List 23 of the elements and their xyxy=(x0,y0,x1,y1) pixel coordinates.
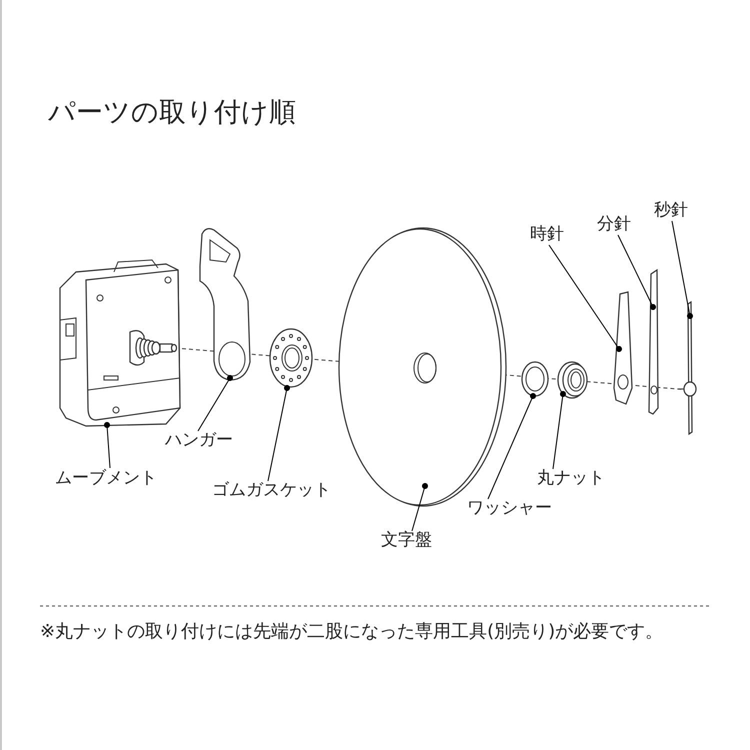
leader-line xyxy=(488,393,536,500)
part-label: 丸ナット xyxy=(537,468,605,488)
round-nut-drawing xyxy=(556,360,590,400)
part-label: 秒針 xyxy=(654,200,688,220)
leader-line xyxy=(412,483,428,532)
part-label: 分針 xyxy=(597,214,631,234)
washer-drawing xyxy=(520,360,550,398)
leader-line xyxy=(548,244,622,352)
part-label: ゴムガスケット xyxy=(212,480,331,500)
rubber-gasket-drawing xyxy=(268,328,314,390)
leader-line xyxy=(672,220,693,319)
part-label: ムーブメント xyxy=(55,468,157,488)
leader-line xyxy=(198,375,233,432)
part-label: ワッシャー xyxy=(467,498,552,518)
leader-line xyxy=(552,391,566,470)
leader-line xyxy=(104,422,110,468)
note: ※丸ナットの取り付けには先端が二股になった専用工具(別売り)が必要です。 xyxy=(40,620,664,644)
leader-line xyxy=(618,234,656,310)
title: パーツの取り付け順 xyxy=(48,96,296,130)
part-label: 文字盤 xyxy=(381,530,432,550)
part-label: ハンガー xyxy=(165,430,233,450)
part-label: 時針 xyxy=(530,224,564,244)
leader-line xyxy=(268,385,290,482)
